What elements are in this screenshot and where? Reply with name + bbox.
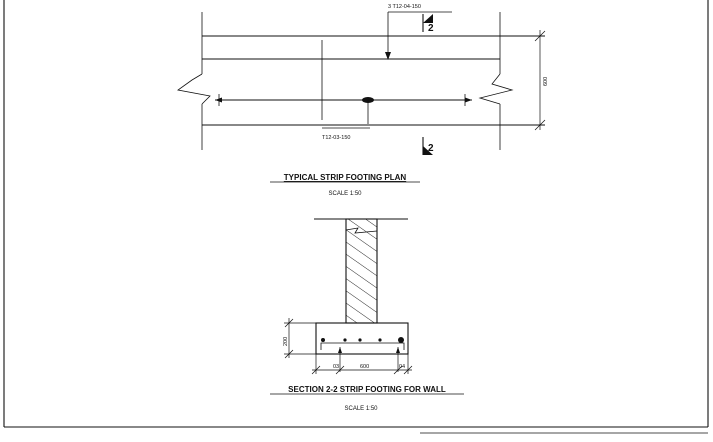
section-rebar-4 <box>378 338 382 342</box>
plan-scale: SCALE 1:50 <box>328 191 362 197</box>
section-footing-outline <box>315 322 409 355</box>
plan-bar-arrow-left <box>215 97 222 103</box>
section-width-tick-4 <box>403 365 413 375</box>
section-title: SECTION 2-2 STRIP FOOTING FOR WALL <box>288 385 446 394</box>
plan-break-line-left <box>177 73 211 105</box>
plan-width-dim-tick-top <box>534 30 546 42</box>
section-height-tick-top <box>284 318 294 328</box>
plan-title: TYPICAL STRIP FOOTING PLAN <box>284 173 407 182</box>
plan-top-bar-label: 3 T12-04-150 <box>388 4 421 10</box>
section-width-tick-2 <box>335 365 345 375</box>
plan-width-dim-tick-bottom <box>534 119 546 131</box>
plan-bar-arrow-right <box>465 97 472 103</box>
section-marker-bottom-label: 2 <box>428 143 434 154</box>
section-rebar-3 <box>358 338 362 342</box>
strip-footing-plan: 3 T12-04-150 T12-03-150 2 2 600 TYPICAL … <box>177 4 549 197</box>
strip-footing-section: 200 03 600 04 SECTION 2-2 STRIP FOOTING … <box>270 218 464 412</box>
section-cover-arrow-right <box>396 347 400 353</box>
section-rebar-2 <box>343 338 347 342</box>
section-marker-top-flag <box>423 14 433 23</box>
section-width-tick-1 <box>311 365 321 375</box>
section-rebar-line <box>320 342 405 350</box>
section-cover-right-label: 04 <box>399 364 405 370</box>
plan-width-dim-label: 600 <box>543 77 549 86</box>
plan-bottom-bar-label: T12-03-150 <box>322 135 350 141</box>
section-rebar-1 <box>321 338 325 342</box>
section-cover-left-label: 03 <box>333 364 339 370</box>
section-cover-arrow-left <box>338 347 342 353</box>
section-scale: SCALE 1:50 <box>344 406 378 412</box>
section-wall-break <box>345 227 378 234</box>
section-width-dim-label: 600 <box>360 364 369 370</box>
plan-break-line-right <box>478 73 514 105</box>
section-width-tick-3 <box>393 365 403 375</box>
section-wall-hatched <box>345 218 378 324</box>
section-marker-top-label: 2 <box>428 23 434 34</box>
section-marker-bottom-flag <box>423 146 433 155</box>
section-rebar-5 <box>398 337 404 343</box>
section-height-dim-label: 200 <box>283 337 289 346</box>
plan-top-leader-arrow <box>385 52 391 60</box>
section-height-tick-bottom <box>284 349 294 359</box>
